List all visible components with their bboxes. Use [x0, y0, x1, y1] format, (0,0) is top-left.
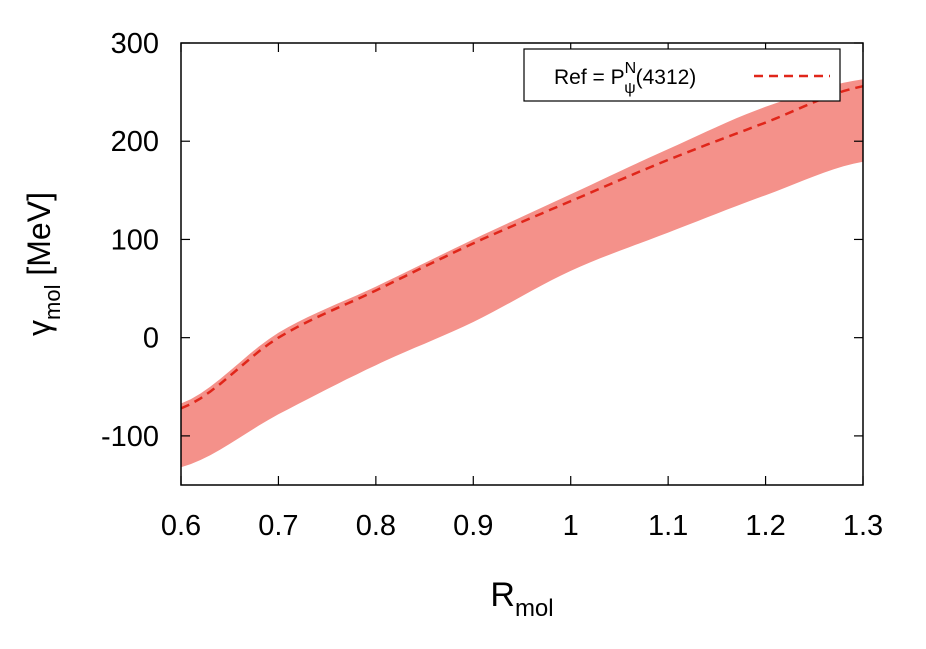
plot-layer [180, 79, 864, 468]
x-tick-label: 1 [563, 510, 579, 542]
x-tick-label: 1.3 [843, 510, 883, 542]
y-tick-label: -100 [101, 421, 159, 453]
plot-frame [180, 42, 864, 486]
y-axis: -100 0 100 200 300 [101, 28, 863, 453]
x-tick-label: 0.7 [258, 510, 298, 542]
x-axis: 0.6 0.7 0.8 0.9 1 1.1 1.2 1.3 [161, 43, 883, 542]
x-tick-label: 1.2 [745, 510, 785, 542]
series-line [180, 84, 864, 410]
y-tick-label: 300 [111, 28, 159, 60]
x-tick-label: 1.1 [648, 510, 688, 542]
x-tick-label: 0.6 [161, 510, 201, 542]
y-tick-label: 100 [111, 224, 159, 256]
x-axis-label: Rmol [490, 576, 553, 622]
x-tick-label: 0.8 [356, 510, 396, 542]
x-tick-label: 0.9 [453, 510, 493, 542]
y-tick-label: 0 [143, 323, 159, 355]
y-tick-label: 200 [111, 126, 159, 158]
y-axis-label: γmol [MeV] [21, 192, 65, 336]
uncertainty-band [181, 79, 863, 468]
